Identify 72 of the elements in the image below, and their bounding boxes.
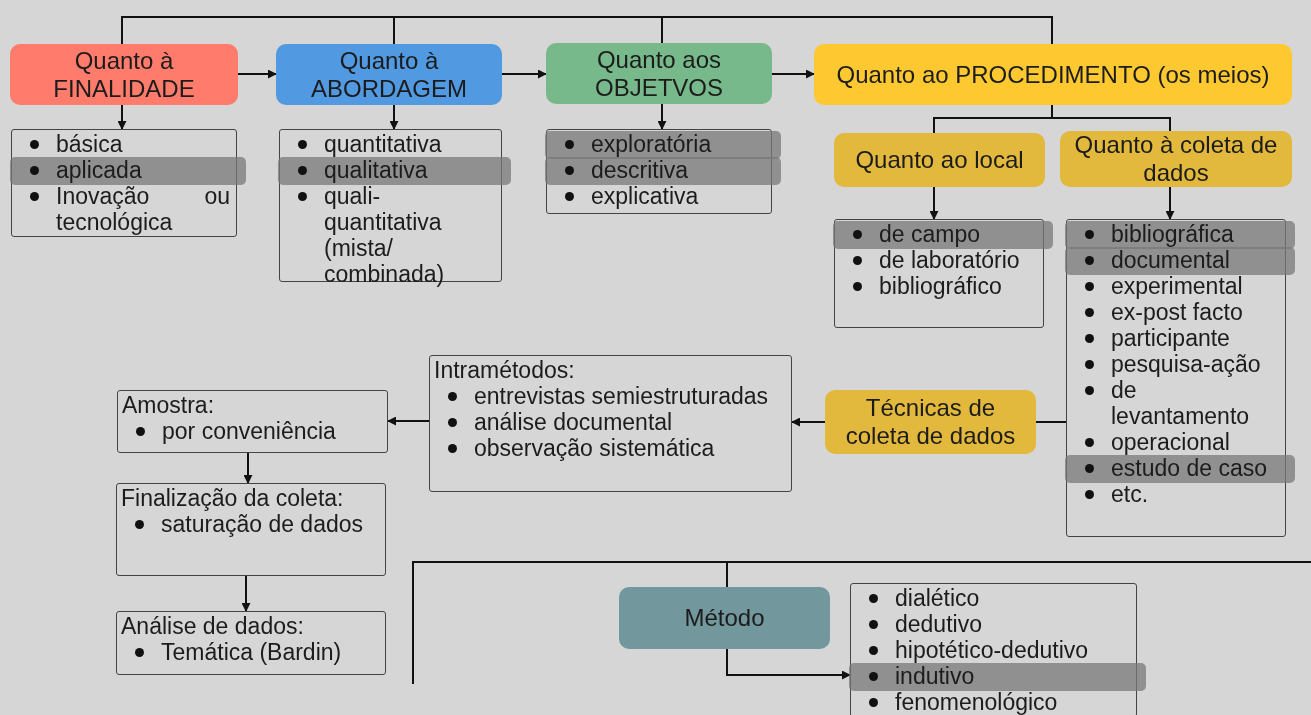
category-label: Técnicas de coleta de dados — [844, 394, 1017, 450]
list-item: dedutivo — [855, 611, 1130, 637]
list-item: entrevistas semiestruturadas — [434, 383, 785, 409]
arrow — [117, 104, 127, 130]
list-item: ex-post facto — [1071, 299, 1279, 325]
list-heading: Análise de dados: — [121, 613, 305, 639]
list-item: experimental — [1071, 273, 1279, 299]
list-item: bibliográfico — [839, 273, 1037, 299]
arrow — [791, 417, 826, 427]
list-item: participante — [1071, 325, 1279, 351]
list-item: quantitativa — [284, 131, 495, 157]
list-item: observação sistemática — [434, 435, 785, 461]
arrow — [387, 416, 430, 426]
arrow — [237, 69, 277, 79]
list-item: pesquisa-ação — [1071, 351, 1279, 377]
list-item: fenomenológico — [855, 689, 1130, 715]
list-item: etc. — [1071, 481, 1279, 507]
category-label: Método — [684, 604, 765, 632]
arrow — [241, 575, 251, 612]
list-heading: Intramétodos: — [434, 357, 576, 383]
list-item: Inovação ou tecnológica — [16, 183, 230, 235]
category-box — [814, 44, 1292, 105]
connector-line — [1035, 421, 1067, 423]
list-item: saturação de dados — [121, 511, 379, 537]
list-item: Temática (Bardin) — [121, 639, 379, 665]
category-label: Quanto ao local — [855, 146, 1024, 174]
arrow — [726, 648, 851, 680]
category-box — [825, 390, 1036, 454]
list-item: aplicada — [16, 157, 230, 183]
arrow — [657, 103, 667, 130]
category-label: Quanto à coleta de dados — [1073, 131, 1279, 187]
list-item: por conveniência — [122, 418, 381, 444]
connector-line — [1051, 104, 1171, 132]
list-box — [116, 483, 386, 576]
list-item: qualitativa — [284, 157, 495, 183]
arrow — [771, 69, 815, 79]
category-box — [619, 587, 830, 649]
category-box — [834, 133, 1045, 187]
list-item: quali-quantitativa (mista/ combinada) — [284, 183, 495, 287]
category-label: Quanto à ABORDAGEM — [310, 46, 468, 103]
list-heading: Finalização da coleta: — [121, 485, 345, 511]
list-item: descritiva — [551, 157, 765, 183]
list-item: dialético — [855, 585, 1130, 611]
category-box — [546, 43, 772, 104]
category-label: Quanto à FINALIDADE — [52, 46, 196, 103]
list-item: operacional — [1071, 429, 1279, 455]
list-item: bibliográfica — [1071, 221, 1279, 247]
list-item: exploratória — [551, 131, 765, 157]
list-item: hipotético-dedutivo — [855, 637, 1130, 663]
list-item: básica — [16, 131, 230, 157]
arrow — [501, 69, 547, 79]
list-heading: Amostra: — [122, 392, 216, 418]
list-item: documental — [1071, 247, 1279, 273]
list-item: análise documental — [434, 409, 785, 435]
list-box — [116, 611, 386, 675]
list-item: de laboratório — [839, 247, 1037, 273]
category-box — [10, 44, 238, 105]
list-item: indutivo — [855, 663, 1130, 689]
arrow — [1165, 186, 1175, 220]
list-item: estudo de caso — [1071, 455, 1279, 481]
connector-line — [121, 16, 1053, 45]
arrow — [243, 452, 253, 484]
category-box — [276, 44, 502, 105]
list-item: explicativa — [551, 183, 765, 209]
connector-line — [412, 561, 1311, 685]
arrow — [929, 186, 939, 220]
arrow — [389, 104, 399, 130]
category-label: Quanto ao PROCEDIMENTO (os meios) — [836, 60, 1270, 89]
category-label: Quanto aos OBJETVOS — [594, 45, 724, 102]
list-item: de campo — [839, 221, 1037, 247]
list-box — [117, 390, 388, 453]
list-box — [429, 355, 792, 492]
